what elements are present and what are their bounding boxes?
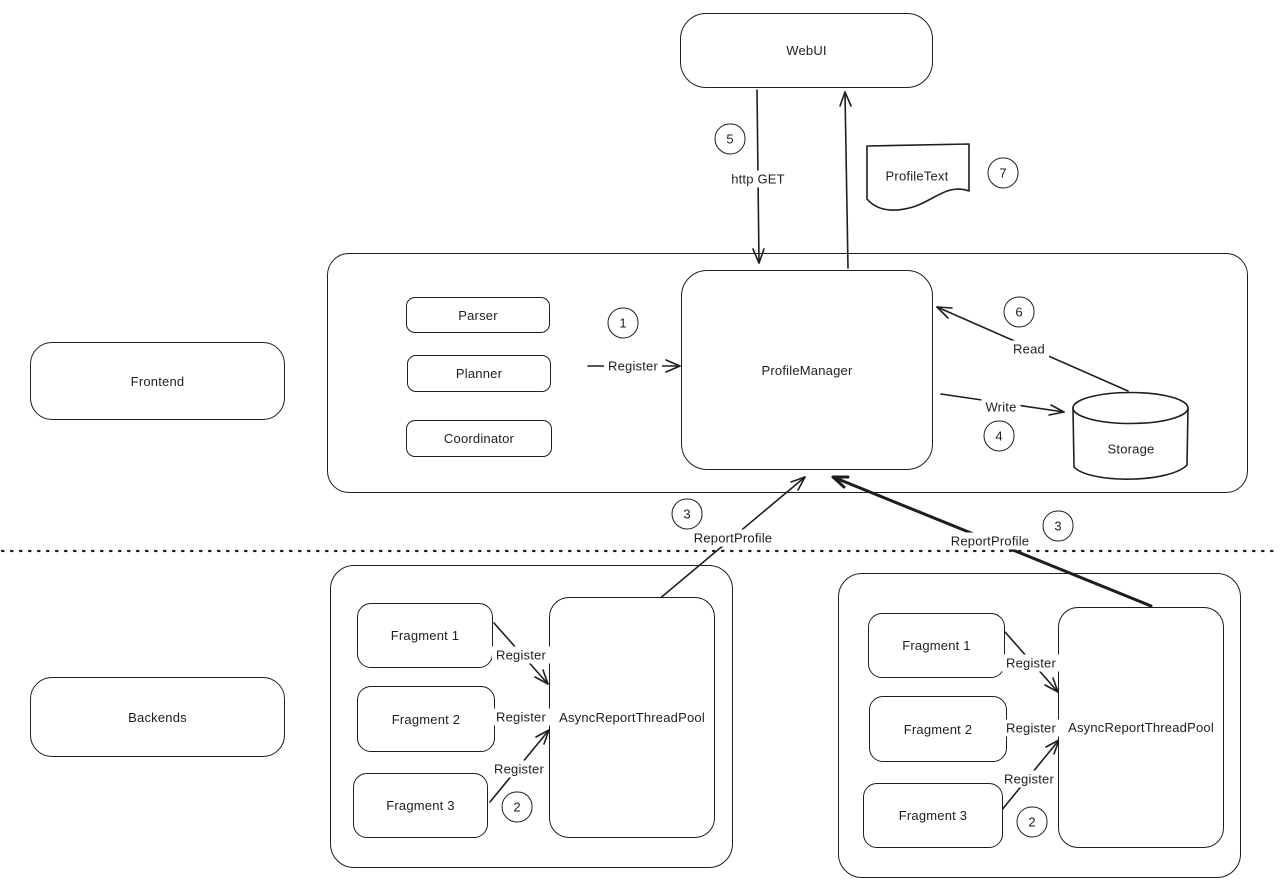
step-badge-3-left: 3 <box>671 498 703 530</box>
arrow-profile-to-webui-line <box>844 91 849 269</box>
coordinator-node: Coordinator <box>406 420 552 457</box>
planner-label: Planner <box>455 366 503 381</box>
fragment-node: Fragment 1 <box>868 613 1005 678</box>
parser-node: Parser <box>406 297 550 333</box>
fragment-label: Fragment 2 <box>903 721 973 737</box>
fragment-node: Fragment 2 <box>357 686 495 752</box>
backends-container-left <box>330 565 733 868</box>
async-report-thread-pool-label: AsyncReportThreadPool <box>559 710 705 725</box>
edge-label-read: Read <box>1009 340 1049 358</box>
edge-label-report-profile-left: ReportProfile <box>689 529 777 547</box>
webui-node: WebUI <box>680 13 933 88</box>
webui-label: WebUI <box>786 43 827 58</box>
async-report-thread-pool-label: AsyncReportThreadPool <box>1068 720 1214 735</box>
fragment-label: Fragment 3 <box>386 798 455 813</box>
step-badge-2-right: 2 <box>1016 806 1048 838</box>
backends-tag-label: Backends <box>128 709 187 725</box>
frontend-tag-label: Frontend <box>130 373 185 389</box>
step-badge-2-left: 2 <box>501 791 533 823</box>
parser-label: Parser <box>458 307 498 323</box>
fragment-label: Fragment 1 <box>902 638 971 653</box>
edge-label-register: Register <box>491 708 551 726</box>
step-badge-5: 5 <box>714 123 746 155</box>
arrow-profile-to-webui-head <box>839 91 852 107</box>
fragment-node: Fragment 2 <box>869 696 1007 762</box>
edge-label-register: Register <box>1001 654 1061 672</box>
step-badge-1: 1 <box>607 307 639 339</box>
profile-text-label: ProfileText <box>885 168 949 184</box>
fragment-node: Fragment 1 <box>357 603 493 668</box>
coordinator-label: Coordinator <box>443 431 515 446</box>
fragment-node: Fragment 3 <box>353 773 488 838</box>
edge-label-http-get: http GET <box>727 170 789 188</box>
edge-label-register: Register <box>489 760 549 778</box>
edge-label-register: Register <box>491 646 551 664</box>
storage-label: Storage <box>1107 441 1155 457</box>
step-badge-4: 4 <box>983 420 1015 452</box>
edge-label-register: Register <box>1001 719 1061 737</box>
edge-label-register: Register <box>999 770 1059 788</box>
planner-node: Planner <box>407 355 551 392</box>
edge-label-register-frontend: Register <box>603 357 663 375</box>
step-badge-6: 6 <box>1003 296 1035 328</box>
fragment-label: Fragment 1 <box>390 628 460 643</box>
fragment-label: Fragment 2 <box>391 711 461 727</box>
profile-manager-label: ProfileManager <box>761 362 853 378</box>
edge-label-write: Write <box>981 398 1021 416</box>
step-badge-7: 7 <box>987 157 1019 189</box>
async-report-thread-pool-node: AsyncReportThreadPool <box>1058 607 1224 848</box>
edge-label-report-profile-right: ReportProfile <box>946 532 1034 550</box>
backends-tag: Backends <box>30 677 285 757</box>
profile-manager-node: ProfileManager <box>681 270 933 470</box>
frontend-tag: Frontend <box>30 342 285 420</box>
fragment-node: Fragment 3 <box>863 783 1003 848</box>
async-report-thread-pool-node: AsyncReportThreadPool <box>549 597 715 838</box>
step-badge-3-right: 3 <box>1042 510 1074 542</box>
fragment-label: Fragment 3 <box>898 808 968 823</box>
